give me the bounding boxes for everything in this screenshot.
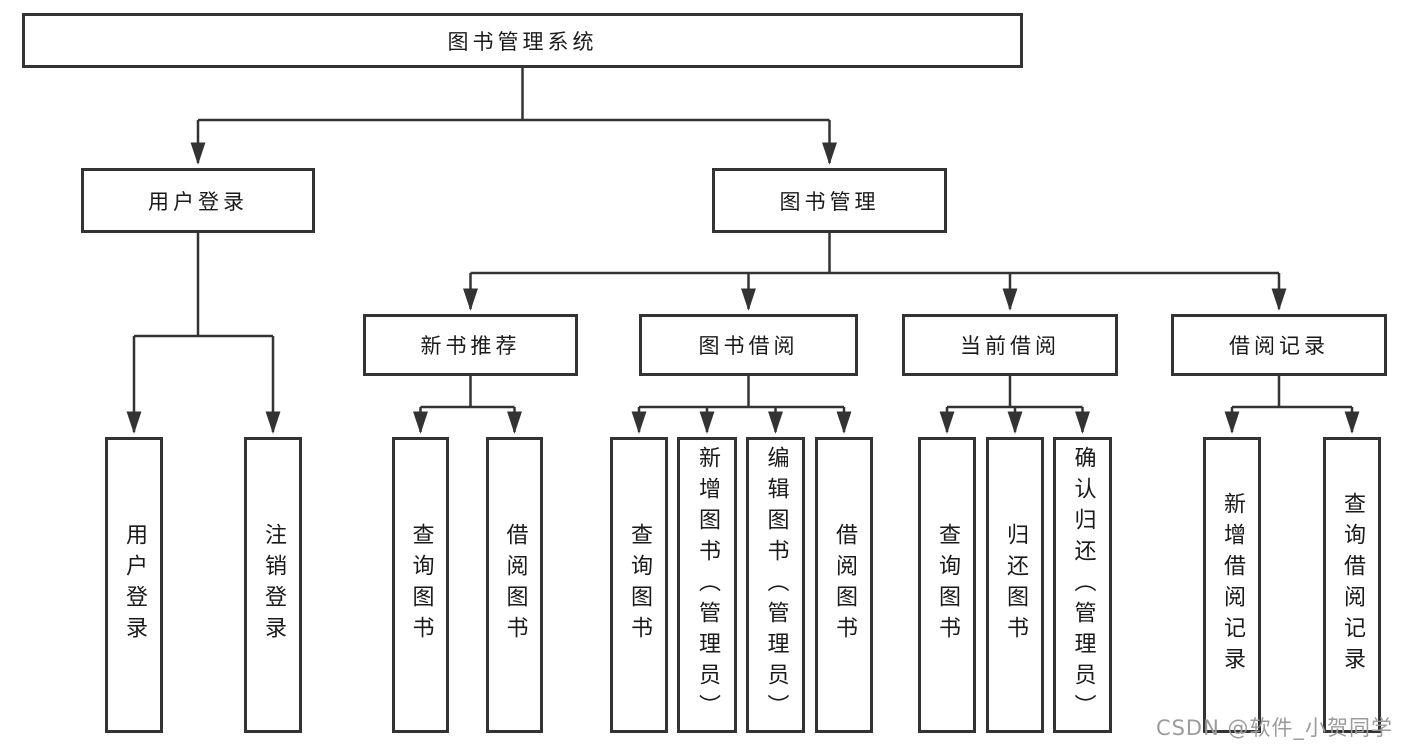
leaf-borrow-books-recommend: 借阅图书	[486, 437, 543, 733]
leaf-query-books-borrow: 查询图书	[610, 437, 668, 733]
leaf-query-books-current: 查询图书	[918, 437, 976, 733]
leaf-return-books: 归还图书	[986, 437, 1044, 733]
leaf-add-books-admin: 新增图书（管理员）	[677, 437, 737, 733]
leaf-user-login: 用户登录	[105, 437, 163, 733]
leaf-query-books-recommend: 查询图书	[392, 437, 449, 733]
leaf-logout-login: 注销登录	[244, 437, 302, 733]
node-user-login: 用户登录	[81, 168, 315, 233]
node-current-borrow: 当前借阅	[902, 314, 1118, 376]
leaf-add-borrow-record: 新增借阅记录	[1203, 437, 1261, 733]
leaf-confirm-return-admin: 确认归还（管理员）	[1053, 437, 1112, 733]
leaf-borrow-books: 借阅图书	[815, 437, 873, 733]
node-new-book-recommend: 新书推荐	[363, 314, 578, 376]
leaf-query-borrow-record: 查询借阅记录	[1323, 437, 1381, 733]
csdn-watermark: CSDN @软件_小贺同学	[1155, 716, 1393, 740]
node-borrow-records: 借阅记录	[1171, 314, 1387, 376]
node-book-borrow: 图书借阅	[639, 314, 858, 376]
leaf-edit-books-admin: 编辑图书（管理员）	[746, 437, 805, 733]
node-book-management: 图书管理	[712, 168, 947, 233]
node-root-system: 图书管理系统	[22, 13, 1023, 68]
